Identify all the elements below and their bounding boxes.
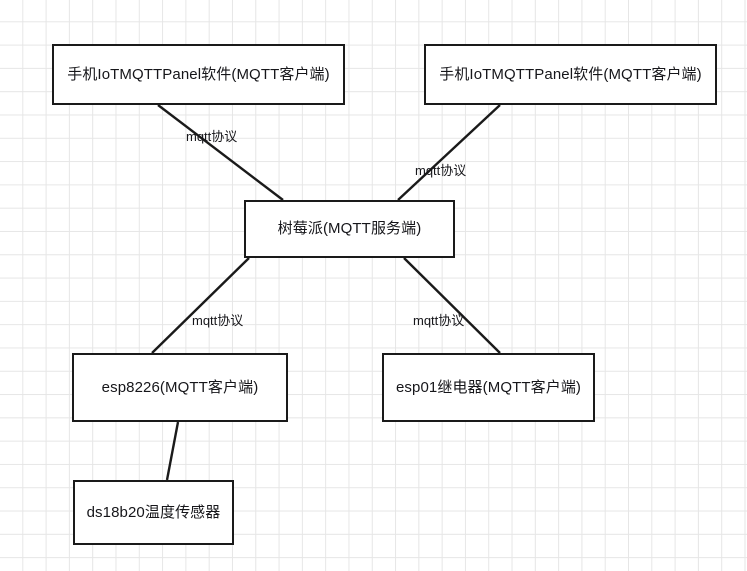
node-label: 手机IoTMQTTPanel软件(MQTT客户端) [439, 65, 702, 83]
node-label: esp01继电器(MQTT客户端) [395, 378, 582, 396]
edge-label-broker-to-esp8226: mqtt协议 [192, 313, 244, 328]
node-esp01-relay-client[interactable]: esp01继电器(MQTT客户端) [382, 353, 595, 422]
edge-edge-esp8226-to-ds18b20 [165, 421, 180, 481]
node-label: esp8226(MQTT客户端) [101, 378, 259, 396]
node-raspberry-pi-broker[interactable]: 树莓派(MQTT服务端) [244, 200, 455, 258]
edge-label-phone-right-to-broker: mqtt协议 [415, 163, 467, 178]
node-phone-app-right[interactable]: 手机IoTMQTTPanel软件(MQTT客户端) [424, 44, 717, 105]
edge-edge-broker-to-esp01 [403, 257, 501, 354]
node-label: 树莓派(MQTT服务端) [277, 220, 422, 237]
node-ds18b20-sensor[interactable]: ds18b20温度传感器 [73, 480, 234, 545]
edge-edge-phone-right-to-broker [397, 104, 501, 201]
edge-edge-phone-left-to-broker [157, 104, 284, 201]
edge-edge-broker-to-esp8226 [151, 257, 250, 354]
node-label: ds18b20温度传感器 [86, 503, 221, 521]
node-esp8226-client[interactable]: esp8226(MQTT客户端) [72, 353, 288, 422]
node-phone-app-left[interactable]: 手机IoTMQTTPanel软件(MQTT客户端) [52, 44, 345, 105]
edge-label-phone-left-to-broker: mqtt协议 [186, 129, 238, 144]
edge-label-broker-to-esp01: mqtt协议 [413, 313, 465, 328]
node-label: 手机IoTMQTTPanel软件(MQTT客户端) [67, 65, 330, 83]
